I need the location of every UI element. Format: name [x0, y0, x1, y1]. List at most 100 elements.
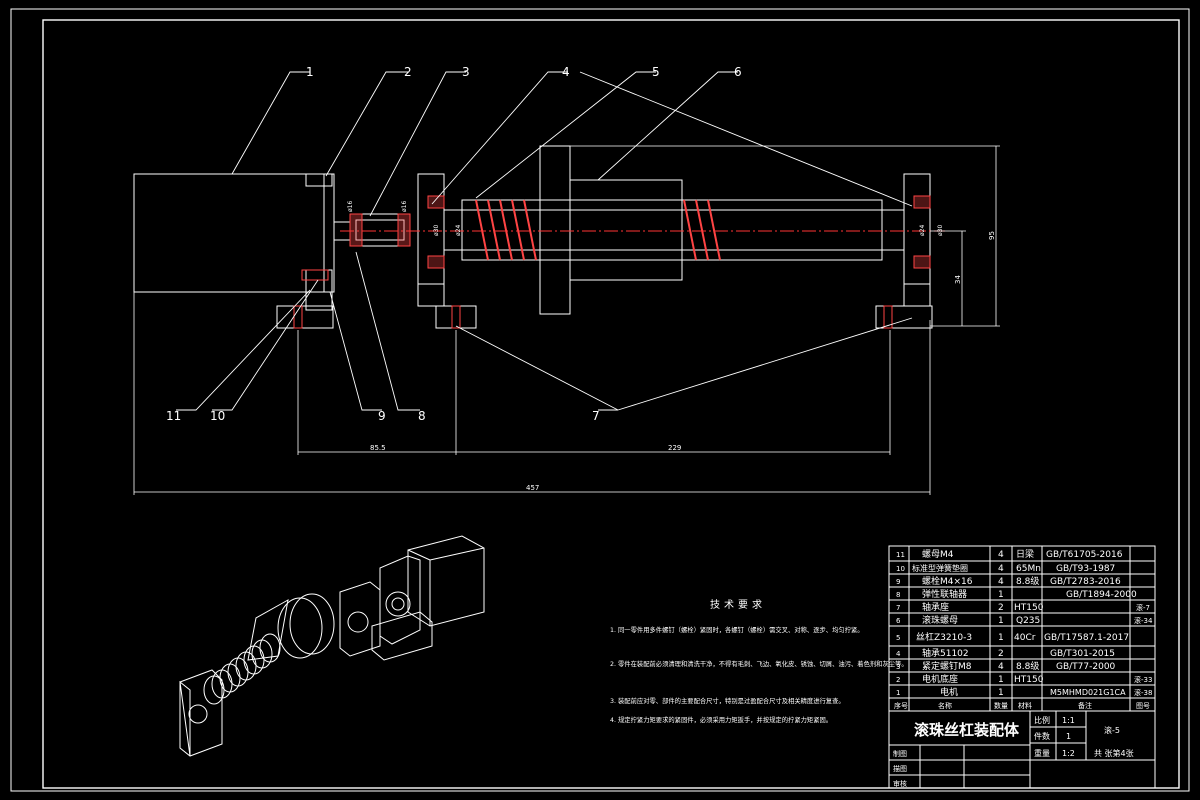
- ball-nut-flange: [539, 145, 571, 315]
- bom-row-name: 轴承51102: [922, 647, 969, 659]
- motor-base: [276, 305, 334, 329]
- bom-row-name: 紧定螺钉M8: [922, 660, 972, 672]
- bom-header-no: 序号: [894, 701, 908, 710]
- bom-header-name: 名称: [938, 701, 952, 710]
- dim-457: 457: [526, 484, 539, 492]
- dim-coupling-1: ø16: [347, 201, 354, 212]
- scale-label: 比例: [1034, 715, 1050, 725]
- drawing-title: 滚珠丝杠装配体: [914, 721, 1020, 739]
- technical-requirements: 技术要求 1. 同一零件用多件螺钉（螺栓）紧固时，各螺钉（螺栓）需交叉、对称、逐…: [610, 598, 908, 724]
- bom-row-qty: 1: [998, 616, 1004, 626]
- bom-row-standard: GB/T1894-2000: [1066, 590, 1137, 600]
- bom-row-no: 7: [896, 604, 900, 612]
- leader-label-11: 11: [166, 409, 181, 423]
- bom-row-no: 4: [896, 650, 901, 658]
- bom-row-qty: 1: [998, 688, 1004, 698]
- qty-label: 件数: [1034, 731, 1050, 741]
- bom-table-grid: [888, 545, 1156, 789]
- bom-row-standard: GB/T77-2000: [1056, 662, 1116, 672]
- screw-thread-left: [475, 199, 537, 261]
- sheet-text: 共 张第4张: [1094, 748, 1134, 758]
- leader-label-5: 5: [652, 65, 660, 79]
- bom-row-no: 10: [896, 565, 905, 573]
- bom-row-qty: 4: [998, 550, 1004, 560]
- bom-row-standard: GB/T2783-2016: [1050, 577, 1121, 587]
- bom-row-name: 电机: [940, 686, 958, 698]
- bom-row-qty: 1: [998, 675, 1004, 685]
- bom-row-no: 2: [896, 676, 900, 684]
- drawing-number: 滚-5: [1104, 725, 1120, 735]
- bom-row-name: 滚珠螺母: [922, 614, 958, 626]
- dim-bearing-left-1: ø30: [433, 225, 440, 236]
- bom-row-standard: GB/T301-2015: [1050, 649, 1115, 659]
- scale-value: 1:1: [1062, 716, 1075, 725]
- bom-row-material: HT150: [1014, 675, 1044, 685]
- outer-frame: [10, 8, 1190, 792]
- tech-req-item: 1. 同一零件用多件螺钉（螺栓）紧固时，各螺钉（螺栓）需交叉、对称、逐步、均匀拧…: [610, 625, 864, 634]
- bom-row-no: 8: [896, 591, 900, 599]
- bom-row-no: 3: [896, 663, 900, 671]
- designed-label: 描图: [893, 764, 907, 773]
- bom-row-name: 丝杠Z3210-3: [916, 631, 972, 643]
- bom-row-material: 8.8级: [1016, 575, 1039, 587]
- bom-row-no: 5: [896, 634, 900, 642]
- title-block: 滚珠丝杠装配体 比例 1:1 件数 1 重量 1:2 滚-5 共 张第4张 制图…: [893, 715, 1134, 788]
- bom-row-qty: 4: [998, 564, 1004, 574]
- ball-nut: [569, 179, 683, 281]
- bom-row-qty: 4: [998, 577, 1004, 587]
- bom-row-no: 11: [896, 551, 905, 559]
- bom-header-standard: 备注: [1078, 701, 1092, 710]
- leader-label-1: 1: [306, 65, 314, 79]
- tech-req-item: 3. 装配前应对零、部件的主要配合尺寸，特别是过盈配合尺寸及相关精度进行复查。: [610, 696, 845, 705]
- leader-label-8: 8: [418, 409, 426, 423]
- bom-row-qty: 4: [998, 662, 1004, 672]
- dim-bearing-right-2: ø30: [937, 225, 944, 236]
- bom-row-material: Q235: [1016, 616, 1040, 626]
- bom-row-material: 日梁: [1016, 548, 1034, 560]
- bom-row-material: 65Mn: [1016, 564, 1041, 574]
- bom-row-no: 9: [896, 578, 900, 586]
- bom-header-material: 材料: [1018, 701, 1032, 710]
- bom-row-qty: 1: [998, 590, 1004, 600]
- dim-85-5: 85.5: [370, 444, 386, 452]
- dim-229: 229: [668, 444, 681, 452]
- bom-row-qty: 2: [998, 649, 1004, 659]
- bom-row-standard: M5MHMD021G1CA: [1050, 688, 1126, 697]
- bom-row-material: HT150: [1014, 603, 1044, 613]
- bom-row-name: 标准型弹簧垫圈: [912, 563, 968, 573]
- bom-header-note: 图号: [1136, 702, 1150, 710]
- inner-frame: [42, 19, 1180, 789]
- bom-row-material: 8.8级: [1016, 660, 1039, 672]
- bom-row-qty: 2: [998, 603, 1004, 613]
- leader-label-10: 10: [210, 409, 225, 423]
- leader-label-2: 2: [404, 65, 412, 79]
- qty-value: 1: [1066, 732, 1071, 741]
- bom-row-no: 1: [896, 689, 900, 697]
- weight-value: 1:2: [1062, 749, 1075, 758]
- bom-row-name: 轴承座: [922, 601, 949, 613]
- leader-label-6: 6: [734, 65, 742, 79]
- isometric-view: [179, 535, 485, 757]
- checked-label: 审核: [893, 779, 907, 788]
- bom-row-note: 滚-33: [1134, 675, 1152, 684]
- dim-coupling-2: ø16: [401, 201, 408, 212]
- dim-95: 95: [988, 231, 996, 240]
- motor-body: [133, 173, 325, 293]
- bom-row-standard: GB/T61705-2016: [1046, 550, 1123, 560]
- bom-row-material: 40Cr: [1014, 633, 1036, 643]
- drawn-label: 制图: [893, 749, 907, 758]
- bom-rows: 11 螺母M4 4 日梁 GB/T61705-2016 10 标准型弹簧垫圈 4…: [894, 548, 1153, 710]
- bom-row-note: 滚-7: [1136, 603, 1150, 612]
- leader-label-3: 3: [462, 65, 470, 79]
- bom-header-qty: 数量: [994, 701, 1008, 710]
- screw-thread-right: [683, 199, 721, 261]
- leader-label-9: 9: [378, 409, 386, 423]
- bom-row-qty: 1: [998, 633, 1004, 643]
- bom-row-name: 电机底座: [922, 673, 958, 685]
- bom-row-note: 滚-38: [1134, 688, 1152, 697]
- dim-bearing-right-1: ø24: [919, 225, 926, 236]
- tech-req-item: 2. 零件在装配前必须清理和清洗干净，不得有毛刺、飞边、氧化皮、锈蚀、切屑、油污…: [610, 659, 908, 668]
- bom-row-no: 6: [896, 617, 901, 625]
- dimension-lines: [133, 145, 1000, 495]
